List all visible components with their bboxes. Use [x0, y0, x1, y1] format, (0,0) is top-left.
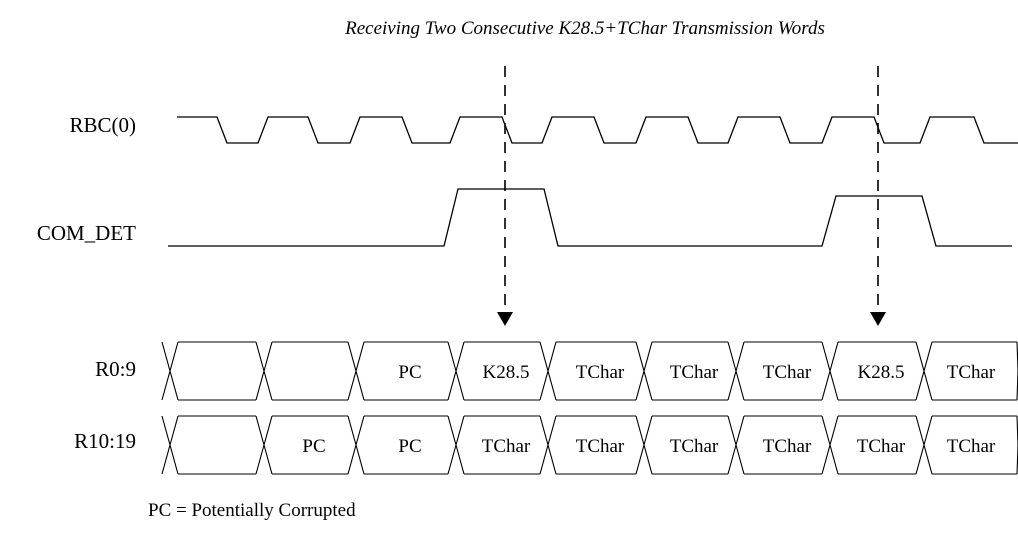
signal-label-r10-19: R10:19	[74, 429, 136, 453]
diagram-title: Receiving Two Consecutive K28.5+TChar Tr…	[344, 18, 825, 39]
com-det-waveform	[168, 188, 1012, 247]
bus-cell-outline	[347, 341, 448, 401]
bus-cell-label: PC	[302, 436, 325, 457]
bus-cell-outline	[635, 415, 728, 475]
bus-cell-label: TChar	[763, 362, 812, 383]
legend-note: PC = Potentially Corrupted	[148, 500, 356, 521]
signal-label-rbc: RBC(0)	[69, 113, 136, 137]
bus-cell-label: TChar	[482, 436, 531, 457]
signal-label-r0-9: R0:9	[95, 357, 136, 381]
bus-cell-outline	[255, 341, 348, 401]
bus-cell-outline	[161, 341, 256, 401]
bus-cell-outline	[821, 415, 916, 475]
bus-cell-outline	[539, 341, 636, 401]
rbc-clock-waveform	[177, 116, 1018, 144]
bus-row-r10-19: PC PC TChar TChar TChar TChar TChar TChar	[161, 415, 1018, 475]
bus-cell-outline	[161, 415, 256, 475]
bus-cell-label: PC	[398, 436, 421, 457]
bus-cell-outline	[447, 415, 540, 475]
bus-cell-label: TChar	[670, 362, 719, 383]
bus-cell-label: K28.5	[483, 362, 530, 383]
bus-cell-label: TChar	[670, 436, 719, 457]
bus-cell-outline	[915, 415, 1018, 475]
bus-cell-label: K28.5	[858, 362, 905, 383]
bus-cell-label: TChar	[947, 436, 996, 457]
bus-cell-outline	[821, 341, 916, 401]
bus-cell-label: PC	[398, 362, 421, 383]
bus-cell-outline	[255, 415, 348, 475]
bus-cell-label: TChar	[857, 436, 906, 457]
bus-cell-label: TChar	[576, 436, 625, 457]
bus-cell-label: TChar	[763, 436, 812, 457]
bus-cell-outline	[727, 415, 822, 475]
bus-cell-outline	[447, 341, 540, 401]
bus-row-r0-9: PC K28.5 TChar TChar TChar K28.5 TChar	[161, 341, 1018, 401]
marker-arrow-1	[497, 312, 513, 326]
bus-cell-outline	[915, 341, 1018, 401]
marker-arrow-2	[870, 312, 886, 326]
signal-label-com-det: COM_DET	[37, 221, 136, 245]
bus-cell-outline	[539, 415, 636, 475]
bus-cell-label: TChar	[947, 362, 996, 383]
bus-cell-outline	[635, 341, 728, 401]
bus-cell-outline	[347, 415, 448, 475]
bus-cell-outline	[727, 341, 822, 401]
bus-cell-label: TChar	[576, 362, 625, 383]
